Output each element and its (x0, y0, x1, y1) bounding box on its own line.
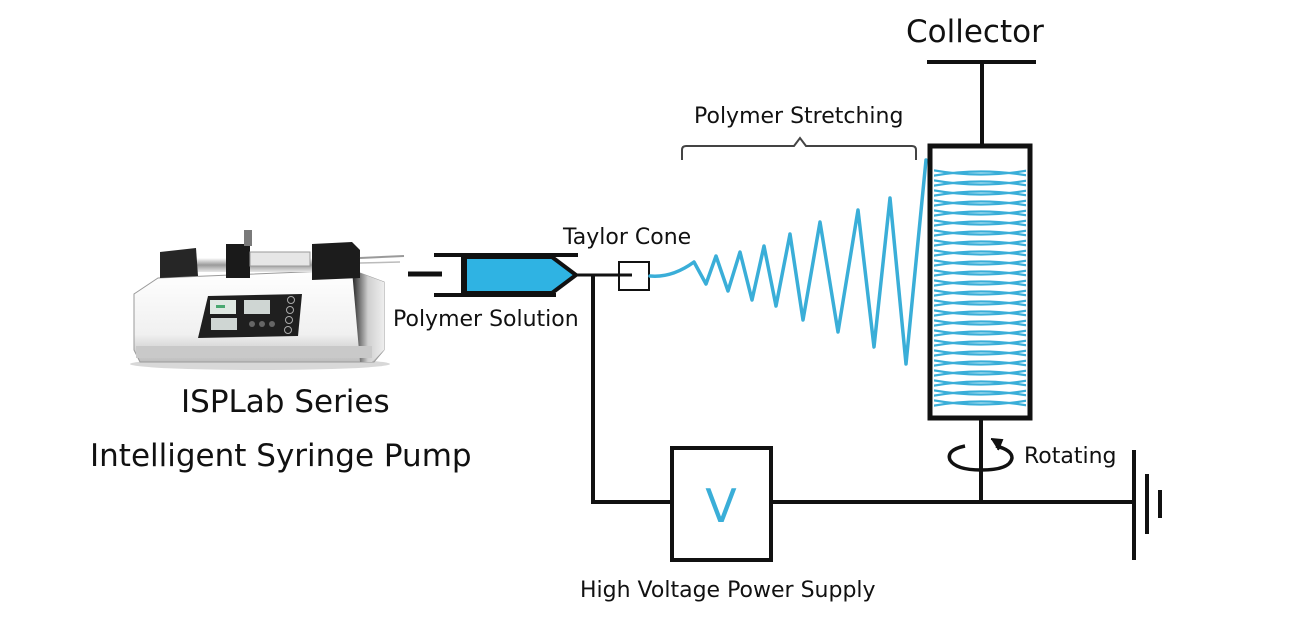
fiber-strand (934, 220, 1026, 227)
fiber-strand (934, 179, 1026, 186)
fiber-strand (934, 310, 1026, 317)
pump-pusher-block (226, 244, 250, 278)
fiber-strand (934, 380, 1026, 387)
fiber-strand (934, 290, 1026, 297)
power-supply-label: High Voltage Power Supply (580, 578, 876, 603)
fiber-strand (934, 169, 1026, 176)
fiber-strand (934, 399, 1026, 406)
rotation-arrowhead (990, 438, 1004, 451)
fiber-strand (934, 250, 1026, 257)
fiber-strand (934, 219, 1026, 226)
pump-side-panel (352, 270, 384, 362)
pump-left-block (160, 248, 198, 278)
pump-button (286, 306, 294, 314)
pump-tubing (359, 261, 401, 264)
collector-label: Collector (906, 14, 1044, 50)
pump-knob (244, 230, 252, 246)
fiber-strand (934, 339, 1026, 346)
collected-fibers (934, 169, 1026, 407)
product-series-label: ISPLab Series (181, 384, 390, 420)
pump-key (269, 321, 275, 327)
wire-syringe-to-supply (591, 275, 672, 504)
pump-clamp-block (312, 242, 360, 280)
fiber-strand (934, 200, 1026, 207)
fiber-strand (934, 309, 1026, 316)
circuit-wires (591, 60, 1136, 504)
fiber-strand (934, 340, 1026, 347)
fiber-strand (934, 259, 1026, 266)
fiber-strand (934, 350, 1026, 357)
voltage-symbol: V (705, 479, 737, 533)
polymer-solution-fill (463, 255, 580, 295)
collector-drum (927, 143, 1033, 421)
pump-base-band (136, 346, 372, 358)
syringe-schematic (408, 253, 632, 297)
pump-syringe-barrel (249, 251, 311, 267)
fiber-strand (934, 170, 1026, 177)
fiber-strand (934, 190, 1026, 197)
fiber-strand (934, 229, 1026, 236)
fiber-strand (934, 369, 1026, 376)
fiber-strand (934, 299, 1026, 306)
pump-button (285, 316, 293, 324)
fiber-strand (934, 180, 1026, 187)
fiber-strand (934, 400, 1026, 407)
fiber-strand (934, 239, 1026, 246)
power-supply-box (670, 446, 773, 562)
product-name-label: Intelligent Syringe Pump (90, 438, 472, 474)
fiber-strand (934, 389, 1026, 396)
fiber-strand (934, 260, 1026, 267)
fiber-strand (934, 320, 1026, 327)
pump-key (259, 321, 265, 327)
fiber-strand (934, 249, 1026, 256)
taylor-cone-label: Taylor Cone (563, 225, 692, 250)
fiber-strand (934, 230, 1026, 237)
fiber-strand (934, 319, 1026, 326)
fiber-strand (934, 330, 1026, 337)
polymer-solution-label: Polymer Solution (393, 307, 579, 332)
fiber-strand (934, 379, 1026, 386)
fiber-strand (934, 349, 1026, 356)
stretching-brace (681, 136, 917, 160)
polymer-stretching-label: Polymer Stretching (694, 104, 904, 129)
ground-icon (1132, 450, 1162, 560)
fiber-strand (934, 370, 1026, 377)
pump-screen-right (244, 300, 270, 314)
fiber-strand (934, 329, 1026, 336)
syringe-pump-device (130, 230, 405, 370)
rotating-label: Rotating (1024, 444, 1117, 469)
fiber-strand (934, 300, 1026, 307)
pump-button (284, 326, 292, 334)
fiber-strand (934, 189, 1026, 196)
fiber-strand (934, 359, 1026, 366)
fiber-strand (934, 210, 1026, 217)
fiber-strand (934, 279, 1026, 286)
pump-screen-left-bottom (211, 318, 237, 330)
fiber-strand (934, 280, 1026, 287)
whipping-fiber-jet (648, 158, 928, 366)
pump-button (287, 296, 295, 304)
drum-outline (927, 143, 1033, 421)
pump-screen-indicator (216, 305, 225, 308)
fiber-strand (934, 360, 1026, 367)
rotation-arc (947, 444, 1014, 472)
fiber-strand (934, 269, 1026, 276)
rotation-arrow-icon (947, 438, 1014, 472)
fiber-strand (934, 209, 1026, 216)
fiber-strand (934, 240, 1026, 247)
fiber-strand (934, 390, 1026, 397)
fiber-strand (934, 270, 1026, 277)
pump-key (249, 321, 255, 327)
pump-needle (359, 255, 405, 259)
fiber-strand (934, 199, 1026, 206)
fiber-strand (934, 289, 1026, 296)
